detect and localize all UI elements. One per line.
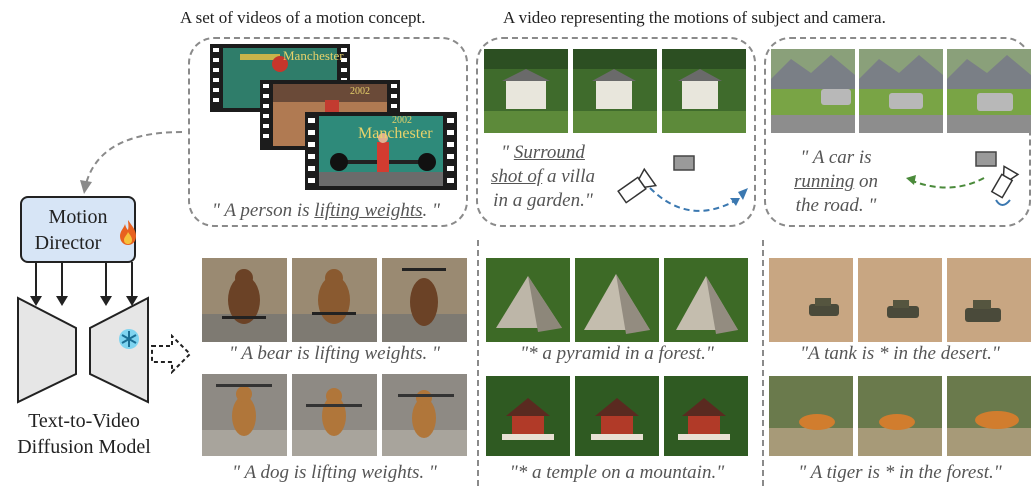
column-divider-2 — [762, 240, 764, 486]
pyramid-frames — [486, 258, 748, 342]
tank-frames — [769, 258, 1031, 342]
input-arrow — [80, 131, 183, 194]
diffusion-model-shape — [17, 296, 149, 404]
model-label-line2: Diffusion Model — [17, 436, 151, 458]
caption-villa-line1: " Surround — [484, 141, 602, 165]
caption-car-line3: the road. " — [795, 195, 877, 216]
caption-text: a villa — [542, 166, 595, 187]
film-brand-back: Manchester — [283, 48, 344, 63]
caption-villa: " Surround shot of a villa in a garden." — [484, 141, 602, 213]
film-strip-front — [305, 112, 457, 190]
bear-frames — [202, 258, 467, 342]
car-frame-1 — [771, 49, 855, 133]
caption-dog: " A dog is lifting weights. " — [232, 462, 437, 483]
villa-frame-3 — [662, 49, 746, 133]
temple-frames — [486, 376, 748, 456]
caption-text: on — [854, 171, 878, 192]
camera-follow-icon — [906, 151, 1020, 206]
film-year-middle: 2002 — [350, 86, 370, 97]
caption-underlined: running — [794, 171, 855, 192]
motion-director: Motion Director — [20, 196, 136, 263]
caption-text: " A person is — [212, 200, 315, 221]
caption-car-line1: " A car is — [800, 147, 872, 168]
animal-frames-svg — [202, 258, 467, 456]
caption-bear: " A bear is lifting weights. " — [228, 343, 441, 364]
car-frame-3 — [947, 49, 1031, 133]
object-frames-svg — [486, 258, 748, 456]
fire-icon — [120, 220, 136, 245]
caption-villa-line2: shot of a villa — [484, 165, 602, 189]
caption-underlined: shot of — [491, 166, 543, 187]
tiger-frames — [769, 376, 1031, 456]
director-to-model-arrows — [30, 262, 138, 306]
header-motion-concept: A set of videos of a motion concept. — [180, 8, 426, 27]
caption-car-line2: running on — [777, 170, 895, 194]
director-line1: Motion — [48, 206, 108, 228]
dog-frames — [202, 374, 467, 456]
villa-frames-svg — [484, 49, 746, 133]
film-strips-svg — [210, 44, 457, 190]
header-subject-camera: A video representing the motions of subj… — [503, 8, 886, 27]
car-frames-svg — [771, 49, 1031, 133]
motion-concept-box — [188, 37, 468, 227]
caption-tank: "A tank is * in the desert." — [800, 343, 1000, 364]
caption-person-lifting: " A person is lifting weights. " — [212, 200, 440, 222]
caption-underlined: Surround — [513, 142, 585, 163]
car-frame-2 — [859, 49, 943, 133]
villa-video-box — [476, 37, 756, 227]
output-arrow — [151, 334, 192, 374]
vehicle-animal-frames-svg — [769, 258, 1031, 456]
caption-text: . " — [422, 200, 440, 221]
snowflake-icon — [119, 329, 139, 349]
film-year-front: 2002 — [392, 115, 412, 126]
caption-pyramid: "* a pyramid in a forest." — [520, 343, 714, 364]
villa-frame-2 — [573, 49, 657, 133]
caption-tiger: " A tiger is * in the forest." — [798, 462, 1002, 483]
caption-underlined: lifting weights — [314, 200, 423, 221]
film-brand-front: Manchester — [358, 125, 433, 142]
villa-frame-1 — [484, 49, 568, 133]
caption-temple: "* a temple on a mountain." — [509, 462, 725, 483]
caption-car: " A car is running on the road. " — [777, 146, 895, 218]
column-divider-1 — [477, 240, 479, 486]
caption-villa-line3: in a garden." — [493, 190, 593, 211]
camera-orbit-icon — [617, 155, 748, 212]
caption-text: " — [501, 142, 514, 163]
model-label-line1: Text-to-Video — [28, 410, 140, 432]
director-line2: Director — [34, 232, 102, 254]
